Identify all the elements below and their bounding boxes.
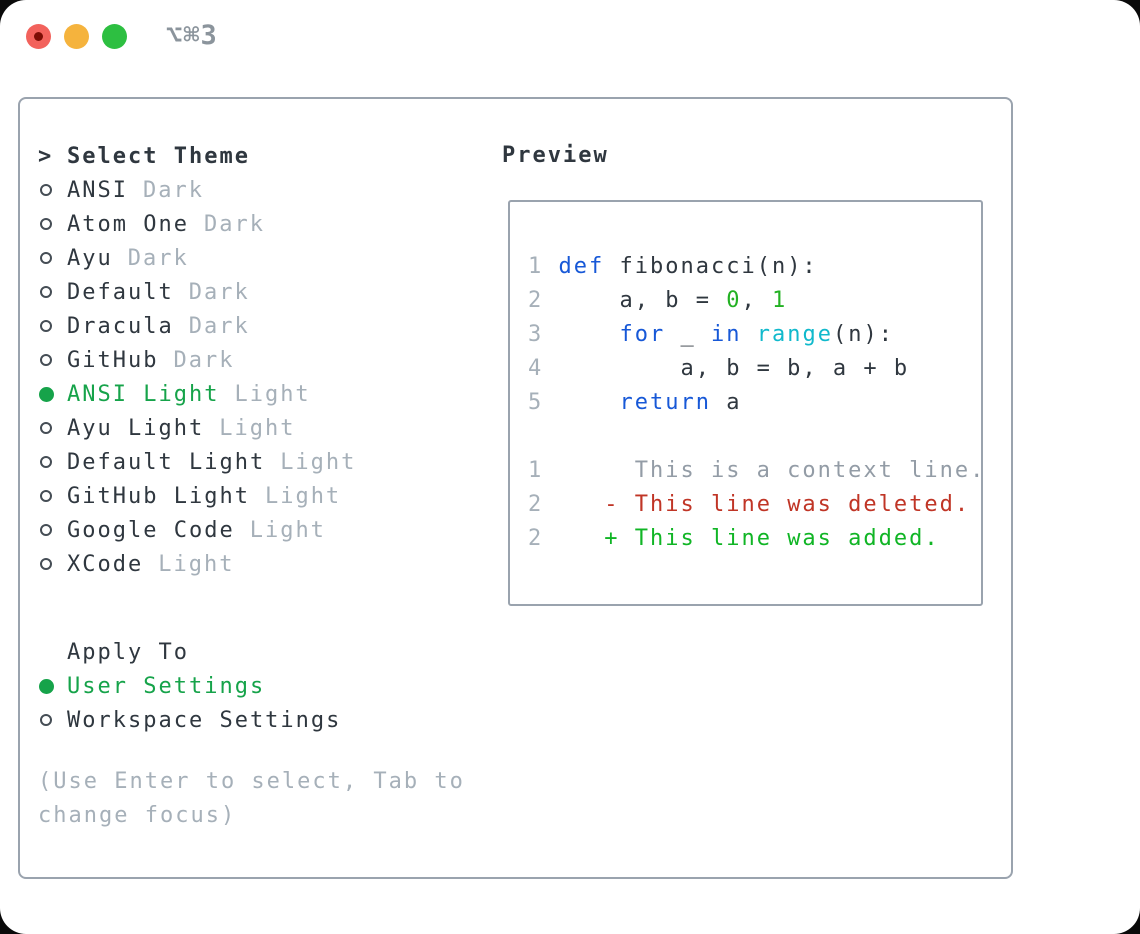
theme-option-label: Default — [67, 279, 174, 305]
theme-variant-tag: Light — [249, 517, 326, 543]
radio-selected-icon — [39, 386, 54, 402]
help-text: (Use Enter to select, Tab to change focu… — [38, 769, 465, 828]
close-button[interactable] — [26, 24, 51, 49]
theme-option[interactable]: Google Code Light — [38, 513, 478, 547]
theme-option[interactable]: Dracula Dark — [38, 309, 478, 343]
theme-option-label: ANSI Light — [67, 381, 220, 407]
radio-icon — [40, 184, 52, 196]
select-theme-header: > Select Theme — [38, 139, 478, 173]
select-theme-title: Select Theme — [67, 143, 250, 169]
cursor-icon: > — [38, 143, 54, 169]
radio-icon — [40, 524, 52, 536]
theme-variant-tag: Light — [234, 381, 311, 407]
apply-to-option[interactable]: Workspace Settings — [38, 703, 478, 737]
theme-option-label: XCode — [67, 551, 144, 577]
theme-option-label: GitHub Light — [67, 483, 250, 509]
radio-icon — [40, 286, 52, 298]
theme-option[interactable]: GitHub Dark — [38, 343, 478, 377]
theme-option[interactable]: ANSI Light Light — [38, 377, 478, 411]
theme-variant-tag: Light — [280, 449, 357, 475]
window-shortcut-label: ⌥⌘3 — [166, 20, 218, 51]
theme-option-label: GitHub — [67, 347, 159, 373]
radio-icon — [40, 490, 52, 502]
radio-icon — [40, 456, 52, 468]
theme-variant-tag: Light — [264, 483, 342, 509]
close-dot-icon — [34, 32, 43, 41]
titlebar: ⌥⌘3 — [0, 0, 1140, 72]
radio-icon — [40, 320, 52, 332]
apply-to-option[interactable]: User Settings — [38, 669, 478, 703]
radio-icon — [40, 252, 52, 264]
radio-icon — [40, 422, 52, 434]
preview-box: 1 def fibonacci(n): 2 a, b = 0, 1 3 for … — [508, 200, 983, 606]
theme-option[interactable]: ANSI Dark — [38, 173, 478, 207]
theme-option-label: Atom One — [67, 211, 189, 237]
theme-variant-tag: Dark — [188, 313, 250, 339]
theme-option[interactable]: Atom One Dark — [38, 207, 478, 241]
minimize-button[interactable] — [64, 24, 89, 49]
theme-option[interactable]: Ayu Dark — [38, 241, 478, 275]
theme-variant-tag: Dark — [142, 177, 204, 203]
apply-to-option-label: Workspace Settings — [67, 707, 342, 733]
apply-to-option-label: User Settings — [67, 673, 266, 699]
theme-option-label: Ayu — [67, 245, 113, 271]
theme-variant-tag: Dark — [127, 245, 189, 271]
maximize-button[interactable] — [102, 24, 127, 49]
apply-to-title: Apply To — [67, 639, 189, 665]
radio-icon — [40, 354, 52, 366]
theme-option[interactable]: Ayu Light Light — [38, 411, 478, 445]
theme-option-label: Default Light — [67, 449, 266, 475]
theme-option-label: Google Code — [67, 517, 235, 543]
preview-title: Preview — [502, 143, 609, 168]
theme-option[interactable]: GitHub Light Light — [38, 479, 478, 513]
theme-variant-tag: Dark — [203, 211, 265, 237]
theme-option-label: Dracula — [67, 313, 174, 339]
apply-to-header: Apply To — [38, 635, 478, 669]
theme-variant-tag: Dark — [188, 279, 250, 305]
theme-option-label: Ayu Light — [67, 415, 205, 441]
theme-option[interactable]: Default Dark — [38, 275, 478, 309]
theme-option[interactable]: XCode Light — [38, 547, 478, 581]
radio-icon — [40, 558, 52, 570]
radio-selected-icon — [39, 678, 54, 694]
theme-variant-tag: Dark — [173, 347, 235, 373]
radio-icon — [40, 714, 52, 726]
theme-option-label: ANSI — [67, 177, 128, 203]
theme-option[interactable]: Default Light Light — [38, 445, 478, 479]
theme-variant-tag: Light — [219, 415, 296, 441]
preview-code: 1 def fibonacci(n): 2 a, b = 0, 1 3 for … — [528, 254, 986, 551]
radio-icon — [40, 218, 52, 230]
theme-variant-tag: Light — [158, 551, 235, 577]
